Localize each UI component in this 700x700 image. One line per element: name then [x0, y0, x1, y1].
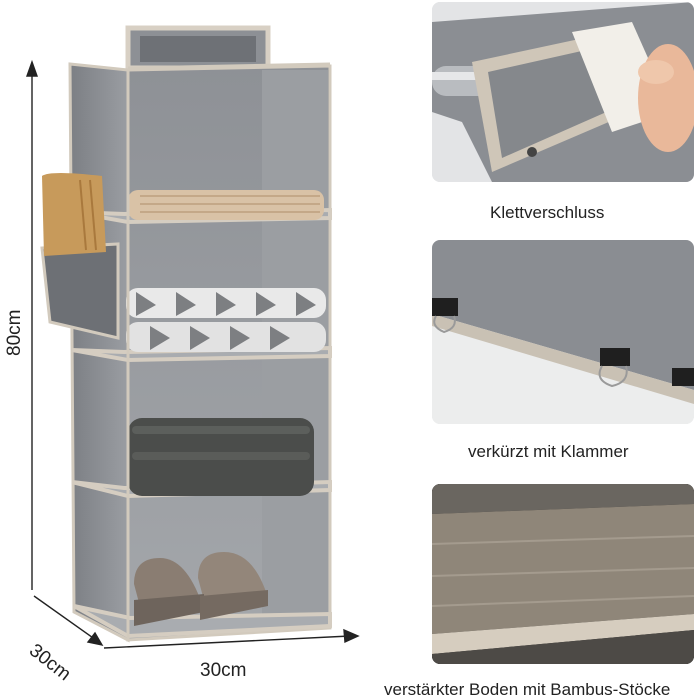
- binder-clip-icon: [672, 368, 694, 386]
- caption-clip: verkürzt mit Klammer: [468, 442, 629, 461]
- width-dimension-arrow: [103, 628, 360, 649]
- side-pocket: [40, 173, 120, 340]
- clip-closeup-photo: [432, 240, 694, 424]
- dark-knit-blanket: [128, 418, 314, 496]
- binder-clip-icon: [432, 298, 458, 334]
- hanging-organizer-illustration: [26, 25, 360, 649]
- slippers: [134, 552, 268, 626]
- width-label: 30cm: [200, 660, 247, 681]
- shelf-closeup-photo: [432, 484, 694, 664]
- top-strap: [125, 25, 271, 71]
- caption-velcro: Klettverschluss: [490, 203, 605, 222]
- height-dimension-arrow: [26, 59, 38, 590]
- depth-dimension-arrow: [33, 595, 104, 647]
- binder-clip-icon: [598, 348, 630, 388]
- chevron-blankets: [126, 288, 326, 352]
- folded-beige-blanket: [128, 190, 324, 220]
- velcro-closeup-photo: [432, 2, 694, 182]
- caption-reinforced-shelf: verstärkter Boden mit Bambus-Stöcke: [384, 680, 671, 699]
- height-label: 80cm: [4, 309, 25, 356]
